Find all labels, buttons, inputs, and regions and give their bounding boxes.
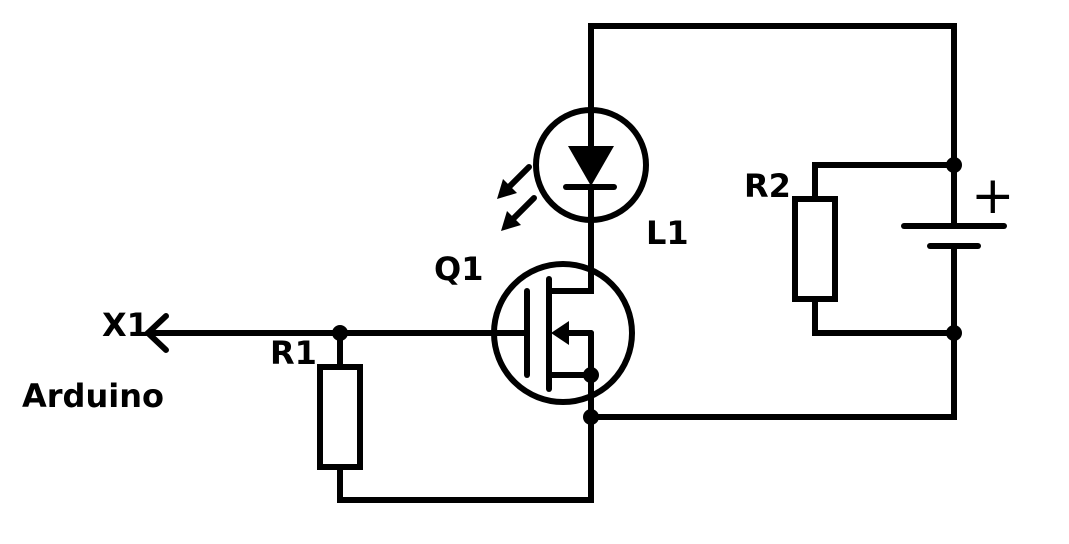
led-diode-icon — [568, 146, 614, 186]
mosfet-arrow-icon — [551, 321, 569, 345]
emission-arrowhead-upper — [497, 179, 517, 199]
connector-x1 — [143, 313, 169, 353]
mosfet-drain-terminal — [546, 277, 594, 294]
wire-r1-bottom — [337, 414, 594, 503]
battery — [901, 223, 1007, 249]
emission-arrow-upper — [507, 164, 532, 189]
junction-dot — [946, 157, 962, 173]
junction-dot — [946, 325, 962, 341]
battery-plus-sign: + — [971, 166, 1015, 226]
wire-r2-top — [812, 162, 957, 202]
wire-top-loop — [588, 23, 957, 168]
label-l1: L1 — [646, 214, 689, 252]
wire-right-return — [588, 330, 957, 420]
emission-arrowhead-lower — [501, 211, 521, 231]
label-q1: Q1 — [434, 250, 483, 288]
junctions — [332, 157, 962, 425]
junction-dot — [583, 409, 599, 425]
label-x1: X1 — [102, 306, 149, 344]
junction-dot — [583, 367, 599, 383]
light-emission-icon — [497, 164, 537, 231]
resistor-r2 — [792, 196, 838, 302]
led-l1 — [497, 77, 649, 231]
label-r1: R1 — [270, 334, 317, 372]
label-arduino: Arduino — [22, 377, 164, 415]
wire-r2-bottom — [812, 296, 957, 336]
connector-arrow-icon — [143, 313, 169, 353]
mosfet-q1 — [491, 261, 635, 405]
mosfet-body — [491, 261, 635, 405]
emission-arrow-lower — [511, 195, 537, 221]
label-r2: R2 — [744, 167, 791, 205]
junction-dot — [332, 325, 348, 341]
resistor-r1 — [317, 364, 363, 470]
